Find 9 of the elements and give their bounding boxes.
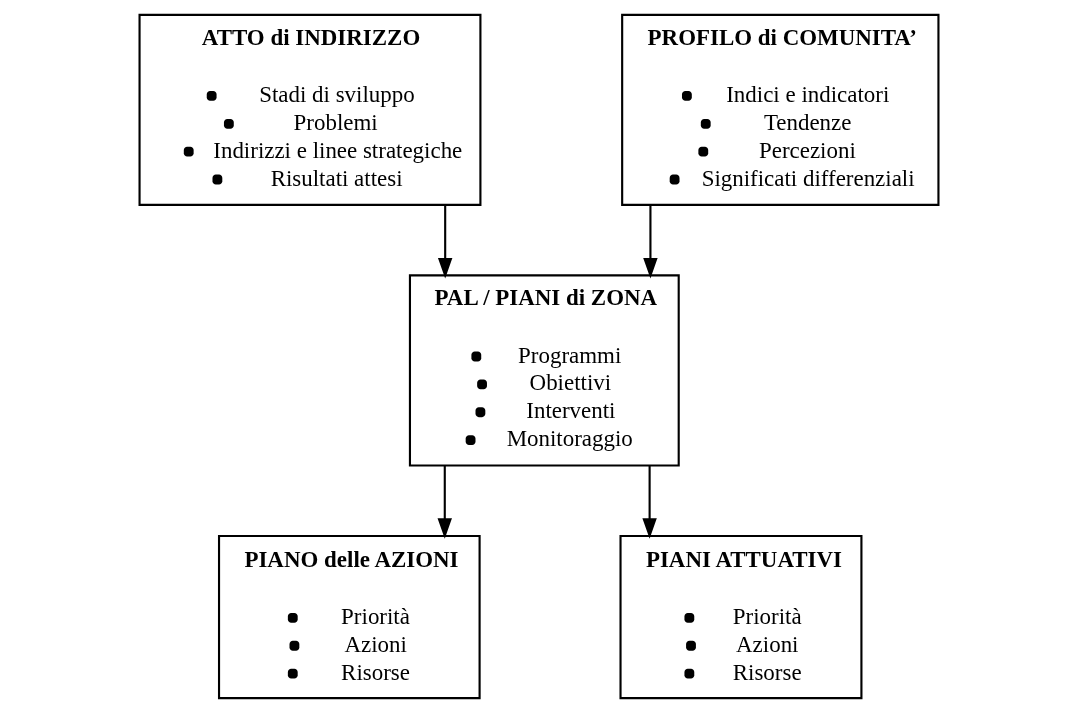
node-box: PROFILO di COMUNITA’ Indici e indicatori Tendenze Percezioni Significati differenziali <box>620 13 939 206</box>
arrow <box>437 465 452 539</box>
node-box: PIANI ATTUATIVI Priorità Azioni Risorse <box>618 534 862 700</box>
node-box: ATTO di INDIRIZZO Stadi di sviluppo Problemi Indirizzi e linee strategiche Risultati attesi <box>138 13 481 206</box>
node-box: PAL / PIANI di ZONA Programmi Obiettivi Interventi Monitoraggio <box>408 274 680 467</box>
arrow <box>641 465 657 539</box>
node-box: PIANO delle AZIONI Priorità Azioni Risorse <box>217 534 481 700</box>
arrow <box>437 205 452 279</box>
arrow <box>642 205 658 279</box>
